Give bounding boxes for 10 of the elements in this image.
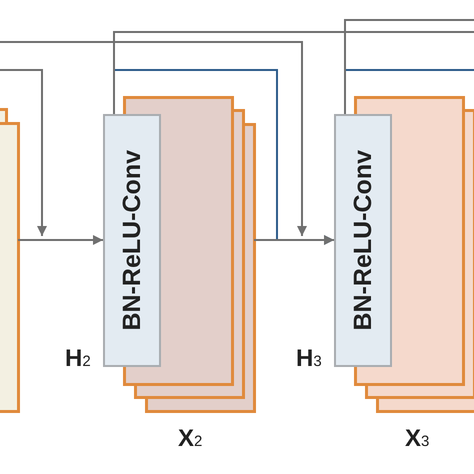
arrow bbox=[18, 235, 103, 245]
arrow bbox=[0, 69, 47, 236]
layer-block bbox=[334, 114, 392, 367]
connector-line bbox=[113, 31, 474, 114]
layer-block bbox=[103, 114, 161, 367]
layer-label: BN-ReLU-Conv bbox=[348, 150, 378, 331]
arrow bbox=[254, 235, 334, 245]
connector-line bbox=[344, 19, 474, 114]
arrow bbox=[0, 41, 307, 236]
layer-label: BN-ReLU-Conv bbox=[118, 150, 146, 331]
